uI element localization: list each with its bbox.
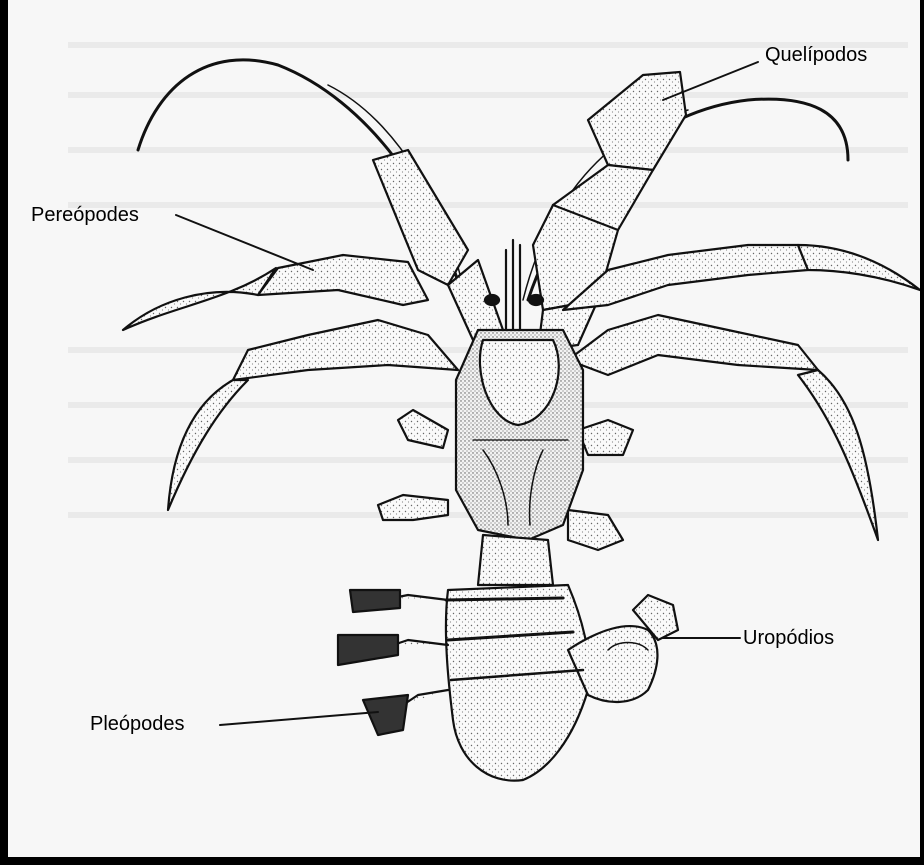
label-pleopodes: Pleópodes xyxy=(90,714,185,734)
leader-pleopodes xyxy=(220,712,378,725)
label-quelipodos: Quelípodos xyxy=(765,45,867,65)
pereopod-right-upper xyxy=(563,245,920,310)
cheliped-left xyxy=(373,150,503,340)
pereopod-left-upper xyxy=(123,255,428,330)
carapace xyxy=(456,330,583,540)
small-leg-left xyxy=(378,410,448,520)
diagram-canvas: Quelípodos Pereópodes Uropódios Pleópode… xyxy=(8,0,920,857)
leader-pereopodes xyxy=(176,215,313,270)
abdomen xyxy=(446,535,658,781)
label-uropodios: Uropódios xyxy=(743,628,834,648)
label-pereopodes: Pereópodes xyxy=(31,205,139,225)
cheliped-right xyxy=(533,72,686,350)
